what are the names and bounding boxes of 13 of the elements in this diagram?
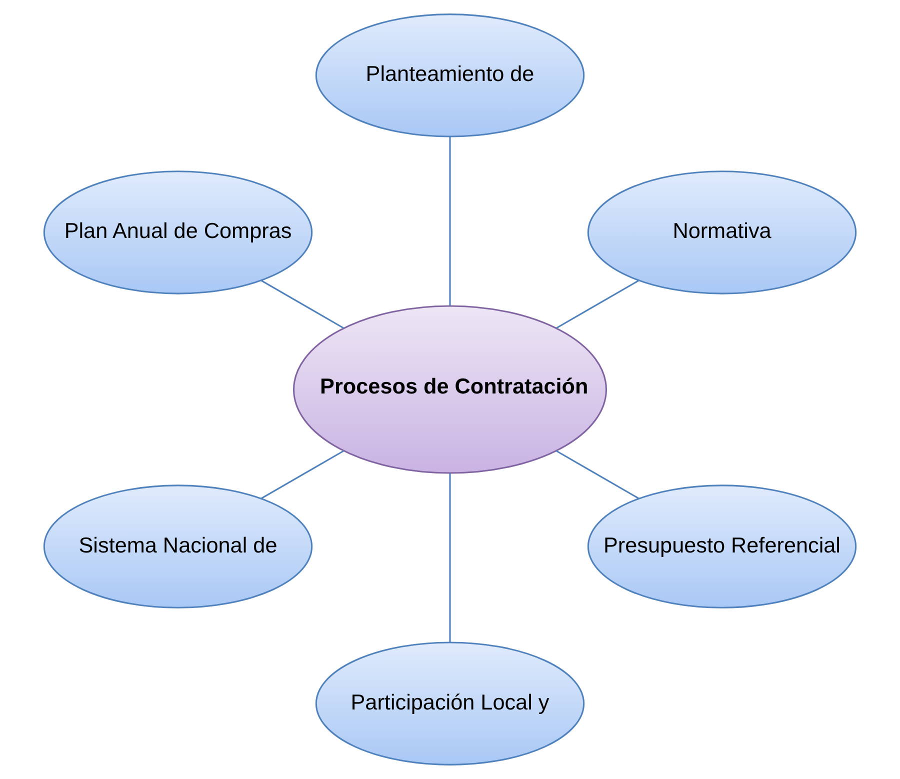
node-ellipse: Plan Anual de Compras: [43, 170, 313, 294]
node-ellipse: Procesos de Contratación: [292, 305, 608, 474]
connector: [556, 280, 640, 329]
node-ellipse: Sistema Nacional de: [43, 484, 313, 608]
connector: [260, 280, 344, 329]
node-ellipse: Participación Local y: [315, 642, 585, 766]
connector: [449, 473, 451, 642]
connector: [449, 136, 451, 306]
node-ellipse: Presupuesto Referencial: [587, 484, 857, 608]
node-ellipse: Planteamiento de: [315, 14, 585, 138]
connector: [556, 450, 640, 500]
connector: [260, 450, 344, 500]
node-ellipse: Normativa: [587, 170, 857, 294]
